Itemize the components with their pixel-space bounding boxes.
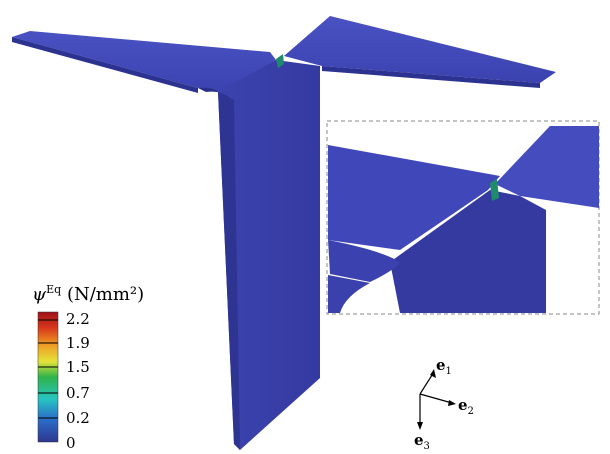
weld-hotspot <box>276 54 284 68</box>
legend-tick-label: 1.9 <box>66 334 90 352</box>
legend-tick-marks <box>38 319 58 419</box>
inset-weld-hotspot <box>490 179 499 201</box>
legend-tick-label: 2.2 <box>66 310 90 328</box>
legend-superscript: Eq <box>46 283 62 296</box>
web-plate <box>198 60 320 450</box>
axis-label-e3: e3 <box>414 431 430 452</box>
axis-label-e2: e2 <box>458 396 474 417</box>
legend-unit: (N/mm²) <box>66 284 145 305</box>
legend-symbol: ψ <box>32 284 47 305</box>
legend-tick-label: 0.7 <box>66 384 90 402</box>
axis-label-e1: e1 <box>436 356 452 377</box>
legend-tick-label: 0.2 <box>66 409 90 427</box>
coordinate-axes <box>417 369 456 430</box>
inset-zoom <box>326 120 600 315</box>
legend-colorbar <box>37 311 59 443</box>
right-flange-plate <box>284 16 556 88</box>
left-flange-plate <box>12 31 276 93</box>
legend-tick-label: 1.5 <box>66 358 90 376</box>
legend-tick-label: 0 <box>66 434 76 452</box>
legend-title: ψEq (N/mm²) <box>32 283 144 305</box>
